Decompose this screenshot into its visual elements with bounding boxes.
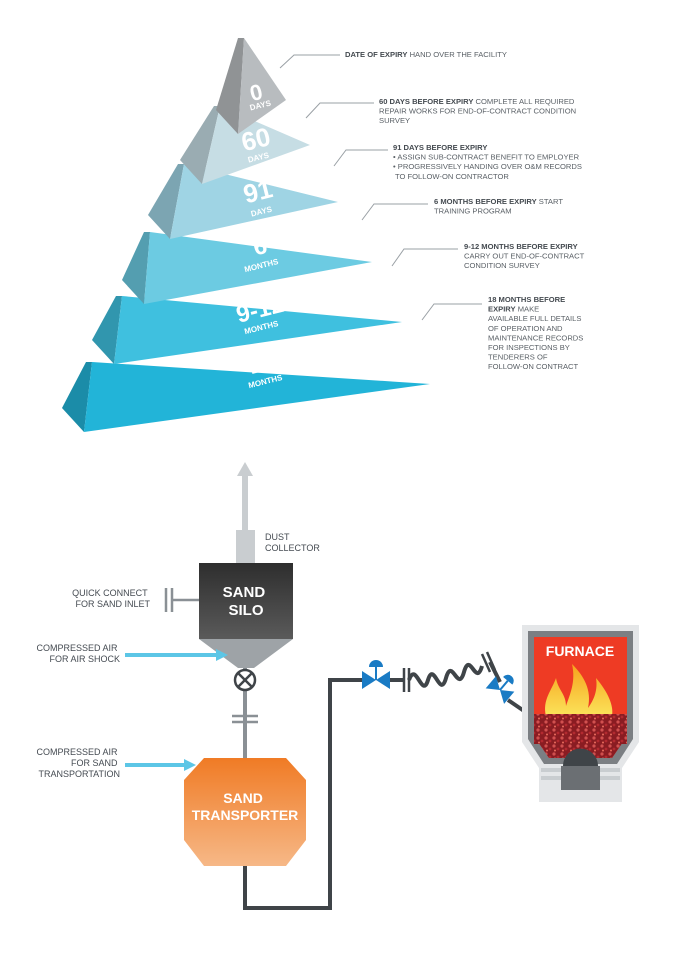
timeline-annotation: 91 DAYS BEFORE EXPIRY• ASSIGN SUB-CONTRA… [393, 143, 582, 181]
coal-bed-lower [534, 736, 627, 758]
inlet-valve-icon [362, 671, 376, 689]
timeline-annotation: 60 DAYS BEFORE EXPIRY COMPLETE ALL REQUI… [379, 97, 576, 125]
furnace-burner-dome [563, 748, 598, 766]
sand-transporter-label: SAND TRANSPORTER [192, 790, 299, 823]
pyramid-tier-number: 0 [247, 79, 265, 106]
timeline-annotation: DATE OF EXPIRY HAND OVER THE FACILITY [345, 50, 507, 59]
hose-flange-a [480, 653, 492, 673]
annotation-leader-line [421, 303, 482, 321]
furnace-valve-icon [485, 674, 515, 704]
exhaust-arrow-icon [237, 462, 253, 476]
grate-bar [541, 768, 561, 772]
flexible-hose [407, 663, 484, 688]
pyramid-tier [202, 106, 310, 184]
inlet-valve-actuator-icon [369, 660, 383, 667]
grate-bar [600, 768, 620, 772]
sand-silo-hopper [199, 639, 293, 668]
sand-process-diagram: DUST COLLECTOR QUICK CONNECT FOR SAND IN… [36, 462, 639, 910]
dust-collector [236, 530, 255, 563]
annotation-leader-line [305, 102, 374, 119]
delivery-pipe [243, 678, 362, 910]
pyramid-tier-side [148, 164, 184, 239]
sand-silo [199, 563, 293, 639]
pyramid-tier-side [216, 38, 244, 134]
air-shock-arrow-icon [216, 649, 228, 661]
grate-bar [600, 776, 620, 780]
sand-silo-label: SAND SILO [223, 584, 270, 619]
furnace-base [539, 790, 622, 802]
timeline-pyramid: 18MONTHS9-12MONTHS6MONTHS91DAYS60DAYS0DA… [62, 38, 430, 432]
grate-bar [541, 776, 561, 780]
flame-icon [545, 664, 613, 716]
annotation-leader-line [333, 149, 388, 167]
furnace-label: FURNACE [546, 643, 614, 659]
sand-transporter [184, 758, 306, 866]
pyramid-tier-side [122, 232, 150, 304]
pyramid-tier [84, 362, 430, 432]
air-transport-arrow-icon [184, 759, 196, 771]
annotation-leader-line [361, 203, 428, 221]
pyramid-tier-side [62, 362, 92, 432]
pyramid-tier-side [92, 296, 122, 364]
annotation-leader-line [279, 54, 340, 69]
pyramid-tier-number: 6 [250, 232, 269, 261]
pipe-segment-2 [488, 661, 502, 683]
pyramid-tier [170, 164, 338, 239]
air-shock-label: COMPRESSED AIR FOR AIR SHOCK [36, 643, 120, 664]
rotary-valve-cross-b [237, 672, 253, 688]
pyramid-tier-number: 91 [240, 173, 275, 209]
dust-collector-label: DUST COLLECTOR [265, 532, 320, 553]
quick-connect-label: QUICK CONNECT FOR SAND INLET [72, 588, 150, 609]
timeline-annotations: DATE OF EXPIRY HAND OVER THE FACILITY 60 … [279, 50, 585, 371]
pyramid-tier [144, 232, 372, 304]
air-transport-label: COMPRESSED AIR FOR SAND TRANSPORTATION [36, 747, 120, 779]
annotation-leader-line [391, 248, 458, 267]
pyramid-tier-number: 18 [246, 347, 278, 380]
inlet-valve-icon-b [376, 671, 390, 689]
pyramid-tier [114, 296, 402, 364]
pyramid-tier [238, 38, 286, 134]
pyramid-tier-side [180, 106, 220, 184]
